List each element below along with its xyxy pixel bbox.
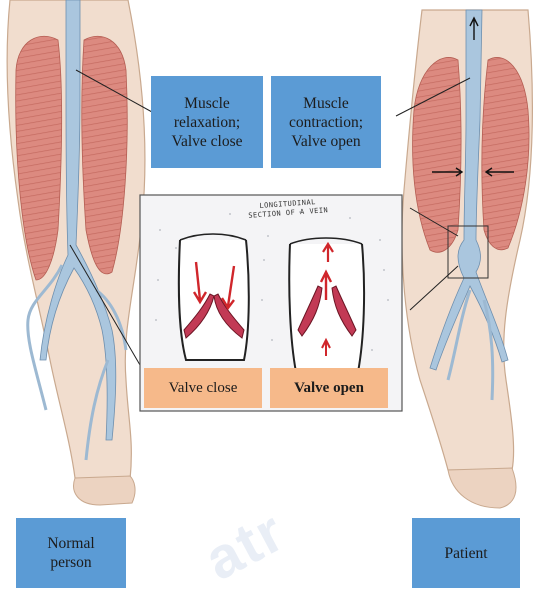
patient-leg — [402, 10, 532, 508]
muscle-relaxation-line3: Valve close — [171, 132, 242, 151]
patient-label: Patient — [412, 518, 520, 588]
normal-leg — [7, 0, 145, 505]
muscle-contraction-line3: Valve open — [289, 132, 363, 151]
patient-leg-foot — [448, 468, 516, 508]
muscle-relaxation-line1: Muscle — [171, 94, 242, 113]
muscle-relaxation-line2: relaxation; — [171, 113, 242, 132]
normal-person-label: Normal person — [16, 518, 126, 588]
normal-leg-foot — [74, 476, 135, 505]
closed-valve-sketch — [179, 234, 249, 360]
muscle-contraction-label: Muscle contraction; Valve open — [271, 76, 381, 168]
normal-person-line2: person — [47, 553, 94, 572]
muscle-contraction-line1: Muscle — [289, 94, 363, 113]
normal-person-line1: Normal — [47, 534, 94, 553]
muscle-relaxation-label: Muscle relaxation; Valve close — [151, 76, 263, 168]
normal-leg-muscle-left — [16, 36, 62, 280]
open-valve-sketch — [289, 238, 364, 372]
valve-close-label: Valve close — [144, 368, 262, 408]
muscle-contraction-line2: contraction; — [289, 113, 363, 132]
valve-open-label: Valve open — [270, 368, 388, 408]
